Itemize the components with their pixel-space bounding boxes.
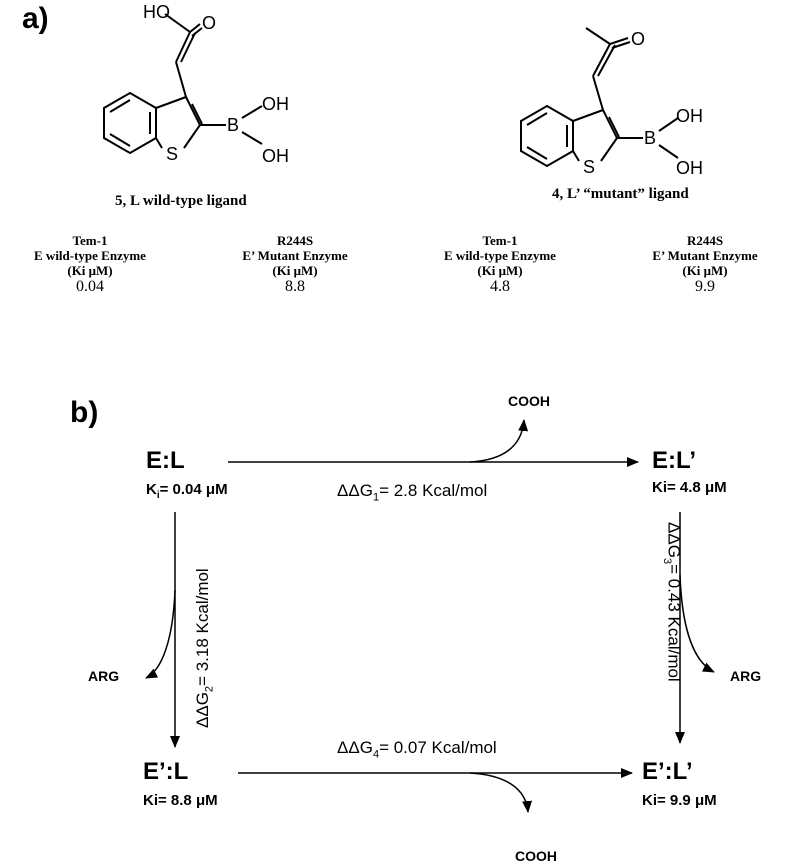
ddg-rest: = 0.07 Kcal/mol bbox=[379, 738, 497, 757]
edge-bottom-label: ΔΔG4= 0.07 Kcal/mol bbox=[337, 738, 497, 760]
node-e-lprime: E:L’ bbox=[652, 447, 697, 474]
ki-col-line2: E’ Mutant Enzyme bbox=[652, 248, 758, 263]
node-eprime-lprime: E’:L’ bbox=[642, 758, 693, 785]
ddg-prefix: ΔΔG bbox=[664, 522, 684, 558]
ddg-rest: = 3.18 Kcal/mol bbox=[193, 568, 212, 686]
atom-b: B bbox=[644, 128, 656, 148]
group-cooh-bottom: COOH bbox=[515, 848, 557, 864]
ki-col-line3: (Ki μM) bbox=[272, 263, 318, 278]
group-cooh-top: COOH bbox=[508, 393, 550, 409]
atom-s: S bbox=[166, 144, 178, 164]
edge-left-label: ΔΔG2= 3.18 Kcal/mol bbox=[193, 568, 215, 728]
arrow-left-arg bbox=[145, 589, 176, 679]
atom-oh-bottom: OH bbox=[262, 146, 289, 166]
atom-oh-top: OH bbox=[676, 106, 703, 126]
ki-col-line1: Tem-1 bbox=[72, 233, 108, 248]
ki-col-line1: Tem-1 bbox=[482, 233, 518, 248]
ki-subscript: i bbox=[156, 490, 160, 501]
ki-rest: = 0.04 μM bbox=[159, 481, 228, 498]
ki-eprime-lprime: Ki= 9.9 μM bbox=[642, 792, 717, 809]
ki-eprime-l: Ki= 8.8 μM bbox=[143, 792, 218, 809]
ddg-subscript: 1 bbox=[372, 491, 380, 504]
group-arg-left: ARG bbox=[88, 668, 120, 684]
ki-column-3: Tem-1 E wild-type Enzyme (Ki μM) 4.8 bbox=[405, 233, 595, 295]
ki-column-2: R244S E’ Mutant Enzyme (Ki μM) 8.8 bbox=[200, 233, 390, 295]
arrow-top-cooh bbox=[469, 419, 529, 463]
ki-column-4: R244S E’ Mutant Enzyme (Ki μM) 9.9 bbox=[610, 233, 800, 295]
ddg-subscript: 4 bbox=[372, 748, 380, 761]
ddg-prefix: ΔΔG bbox=[337, 481, 373, 500]
node-eprime-l: E’:L bbox=[143, 758, 189, 785]
ki-col-value: 8.8 bbox=[285, 278, 305, 295]
edge-top-label: ΔΔG1= 2.8 Kcal/mol bbox=[337, 481, 487, 503]
ddg-rest: = 2.8 Kcal/mol bbox=[379, 481, 488, 500]
ki-col-line2: E wild-type Enzyme bbox=[34, 248, 146, 263]
node-e-l: E:L bbox=[146, 447, 185, 474]
ki-col-line3: (Ki μM) bbox=[682, 263, 728, 278]
ki-col-line1: R244S bbox=[276, 233, 314, 248]
ligand-left-structure bbox=[103, 13, 263, 155]
panel-b-label: b) bbox=[70, 396, 99, 429]
ki-e-l: Ki= 0.04 μM bbox=[146, 481, 228, 501]
ddg-prefix: ΔΔG bbox=[337, 738, 373, 757]
ddg-rest: = 0.43 Kcal/mol bbox=[664, 564, 684, 682]
ki-col-line2: E’ Mutant Enzyme bbox=[242, 248, 348, 263]
ki-col-line2: E wild-type Enzyme bbox=[444, 248, 556, 263]
edge-right-label: ΔΔG3= 0.43 Kcal/mol bbox=[661, 522, 683, 682]
arrow-bottom-cooh bbox=[469, 772, 533, 813]
atom-o: O bbox=[202, 13, 216, 33]
panel-a-label: a) bbox=[22, 2, 49, 35]
ligand-structures: HO O S B OH OH O S B OH OH bbox=[103, 2, 703, 178]
atom-oh-bottom: OH bbox=[676, 158, 703, 178]
ligand-left-caption: 5, L wild-type ligand bbox=[115, 193, 247, 209]
ddg-prefix: ΔΔG bbox=[193, 692, 212, 728]
ki-col-line3: (Ki μM) bbox=[67, 263, 113, 278]
ddg-subscript: 2 bbox=[203, 685, 216, 693]
atom-oh-top: OH bbox=[262, 94, 289, 114]
atom-s: S bbox=[583, 157, 595, 177]
group-arg-right: ARG bbox=[730, 668, 762, 684]
thermodynamic-cycle-arrows bbox=[145, 419, 715, 813]
ki-col-line1: R244S bbox=[686, 233, 724, 248]
ki-col-value: 9.9 bbox=[695, 278, 715, 295]
ki-prefix: K bbox=[146, 481, 157, 498]
ki-col-value: 4.8 bbox=[490, 278, 510, 295]
ki-column-1: Tem-1 E wild-type Enzyme (Ki μM) 0.04 bbox=[0, 233, 185, 295]
atom-o: O bbox=[631, 29, 645, 49]
arrow-right-arg bbox=[679, 574, 715, 673]
ki-col-line3: (Ki μM) bbox=[477, 263, 523, 278]
ki-col-value: 0.04 bbox=[76, 278, 104, 295]
ki-e-lprime: Ki= 4.8 μM bbox=[652, 479, 727, 496]
atom-ho: HO bbox=[143, 2, 170, 22]
ligand-right-structure bbox=[520, 27, 679, 168]
atom-b: B bbox=[227, 115, 239, 135]
ligand-right-caption: 4, L’ “mutant” ligand bbox=[552, 186, 689, 202]
